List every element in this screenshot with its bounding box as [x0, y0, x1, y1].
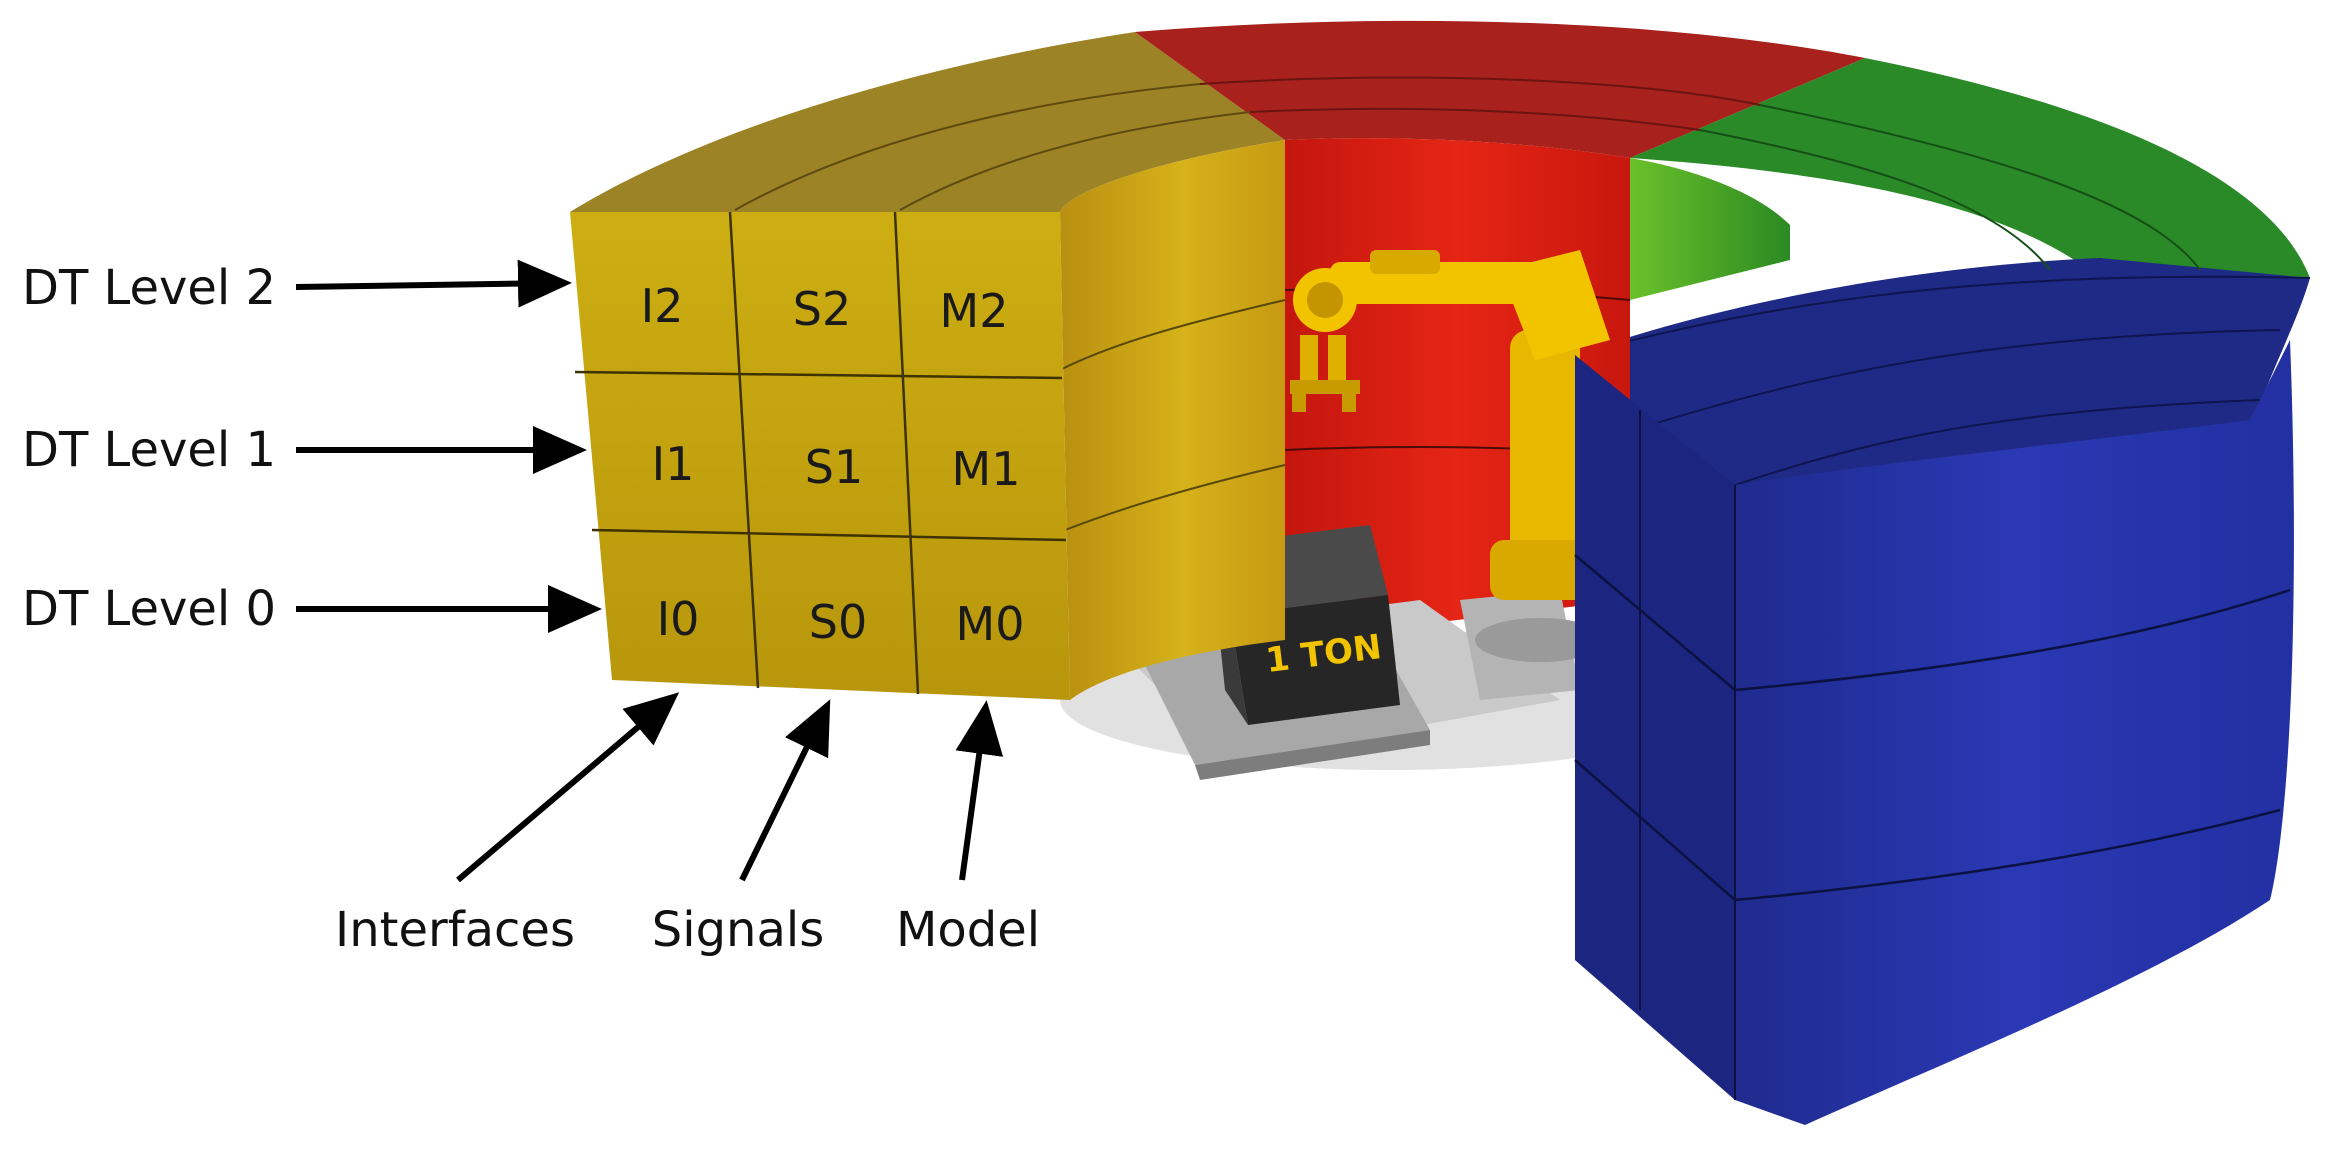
ring-top-surfaces — [570, 20, 2311, 520]
level-label-1: DT Level 1 — [22, 422, 276, 478]
column-label-interfaces: Interfaces — [335, 902, 575, 958]
cell-signals-level-2: S2 — [793, 282, 851, 336]
arrow-icon — [739, 699, 831, 882]
cell-interfaces-level-0: I0 — [657, 592, 700, 646]
level-labels: DT Level 2 DT Level 1 DT Level 0 — [22, 259, 602, 637]
cell-interfaces-level-2: I2 — [641, 279, 684, 333]
cell-signals-level-0: S0 — [809, 595, 867, 649]
level-label-0: DT Level 0 — [22, 581, 276, 637]
segment-wall-green — [1630, 158, 1790, 300]
column-labels: Interfaces Signals Model — [335, 692, 1040, 958]
arrow-icon — [295, 259, 572, 308]
cell-signals-level-1: S1 — [805, 440, 863, 494]
column-label-signals: Signals — [652, 902, 824, 958]
segment-yellow — [570, 140, 1286, 700]
cell-model-level-1: M1 — [952, 442, 1021, 496]
segment-blue — [1574, 340, 2294, 1125]
cell-model-level-0: M0 — [956, 597, 1025, 651]
segment-wall-blue-front — [1575, 355, 1735, 1100]
cell-model-level-2: M2 — [940, 284, 1009, 338]
segment-top-red — [1135, 20, 1865, 159]
arrow-icon — [456, 692, 680, 883]
segment-wall-blue-outer — [1735, 340, 2294, 1125]
level-cells: I2 S2 M2 I1 S1 M1 I0 S0 M0 — [641, 279, 1025, 651]
segment-wall-yellow-curve — [1060, 140, 1285, 700]
level-label-2: DT Level 2 — [22, 260, 276, 316]
segment-top-blue — [1575, 258, 2310, 520]
cell-interfaces-level-1: I1 — [652, 437, 695, 491]
arrow-icon — [955, 700, 1004, 881]
segment-top-yellow — [570, 32, 1285, 212]
segment-face-yellow — [570, 212, 1070, 700]
level-grid — [574, 211, 1067, 695]
column-label-model: Model — [896, 902, 1040, 958]
industrial-robot-arm-icon — [1290, 250, 1610, 600]
